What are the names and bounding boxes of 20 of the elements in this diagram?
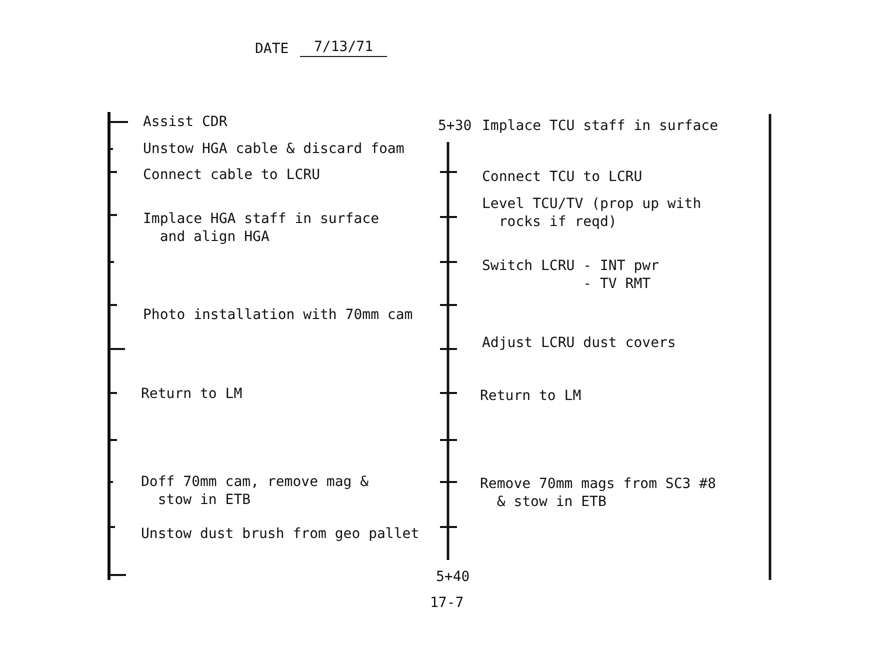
date-label: DATE <box>255 40 289 58</box>
checklist-step: Unstow dust brush from geo pallet <box>141 525 420 543</box>
checklist-step: Photo installation with 70mm cam <box>143 306 413 324</box>
time-mark: 5+30 <box>438 117 472 135</box>
page-number: 17-7 <box>430 594 464 612</box>
checklist-step: Connect TCU to LCRU <box>482 168 642 186</box>
checklist-step: Unstow HGA cable & discard foam <box>143 140 404 158</box>
date-value: 7/13/71 <box>300 38 388 57</box>
checklist-step: Doff 70mm cam, remove mag & stow in ETB <box>141 473 377 509</box>
checklist-step: Adjust LCRU dust covers <box>482 334 676 352</box>
checklist-step: Return to LM <box>141 385 242 403</box>
checklist-step: Remove 70mm mags from SC3 #8 & stow in ETB <box>480 475 724 511</box>
checklist-step: Level TCU/TV (prop up with rocks if reqd) <box>482 195 710 231</box>
checklist-step: Return to LM <box>480 387 582 405</box>
checklist-step: Implace HGA staff in surface and align HGA <box>143 210 388 246</box>
checklist-step: Switch LCRU - INT pwr - TV RMT <box>482 257 668 293</box>
checklist-step: Assist CDR <box>143 113 228 131</box>
checklist-step: Implace TCU staff in surface <box>482 117 718 135</box>
checklist-step: Connect cable to LCRU <box>143 166 320 184</box>
time-mark: 5+40 <box>436 568 470 586</box>
